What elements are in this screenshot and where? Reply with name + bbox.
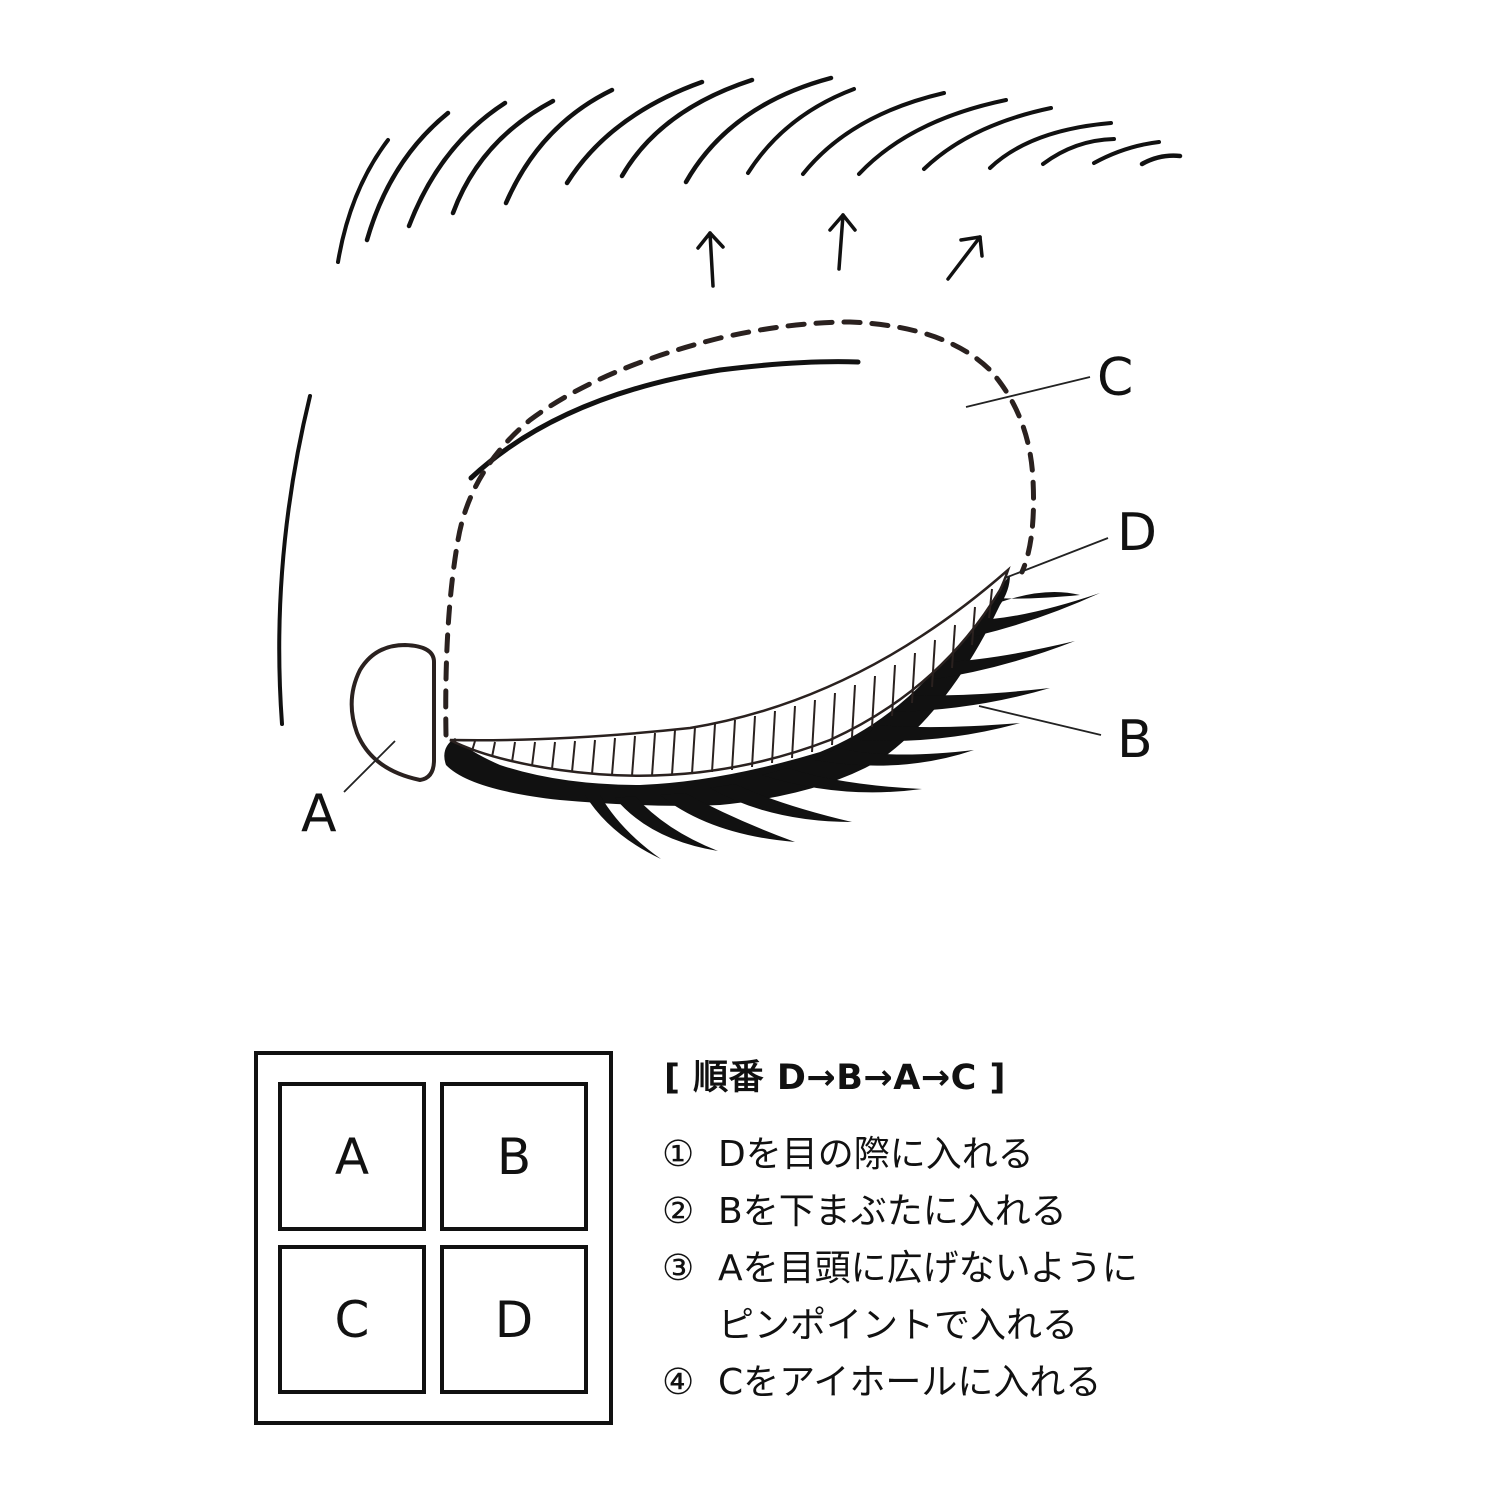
label-D: D	[1117, 503, 1158, 563]
inner-corner-area-A	[349, 642, 436, 783]
step-text: Cをアイホールに入れる	[718, 1362, 1102, 1403]
lift-arrows	[696, 213, 984, 288]
nose-bridge-line	[277, 394, 312, 726]
palette-pan-D: D	[440, 1245, 588, 1394]
step-text: Dを目の際に入れる	[718, 1134, 1034, 1175]
step-number: ③	[662, 1248, 695, 1289]
step-number: ④	[662, 1362, 695, 1403]
leader-line-C	[965, 376, 1091, 408]
leader-line-B	[978, 705, 1102, 736]
label-B: B	[1117, 710, 1153, 770]
step-text: Bを下まぶたに入れる	[718, 1191, 1067, 1232]
eyeshadow-palette: A B C D	[254, 1051, 613, 1425]
leader-line-D	[1004, 537, 1109, 579]
eye-illustration	[277, 75, 1183, 859]
step-text: Aを目頭に広げないように ピンポイントで入れる	[718, 1248, 1138, 1346]
step-item: ① Dを目の際に入れる	[662, 1126, 1282, 1183]
leader-line-A	[343, 740, 396, 793]
step-item: ③ Aを目頭に広げないように ピンポイントで入れる	[662, 1240, 1282, 1354]
eyehole-dashed-outline	[443, 319, 1037, 738]
application-steps: [ 順番 D→B→A→C ] ① Dを目の際に入れる ② Bを下まぶたに入れる …	[662, 1054, 1282, 1411]
palette-pan-C: C	[278, 1245, 426, 1394]
label-C: C	[1097, 348, 1134, 408]
palette-pan-A: A	[278, 1082, 426, 1231]
step-item: ② Bを下まぶたに入れる	[662, 1183, 1282, 1240]
leader-lines	[343, 376, 1109, 793]
arrow-up-icon	[696, 231, 725, 288]
steps-title: [ 順番 D→B→A→C ]	[664, 1058, 1007, 1098]
step-item: ④ Cをアイホールに入れる	[662, 1354, 1282, 1411]
label-A: A	[301, 784, 337, 844]
arrow-up-icon	[828, 213, 857, 271]
lash-line	[444, 575, 1010, 806]
step-number: ②	[662, 1191, 695, 1232]
eyebrow-strokes	[336, 75, 1183, 264]
lash-line-band-D	[449, 566, 1011, 777]
palette-pan-B: B	[440, 1082, 588, 1231]
arrow-up-right-icon	[946, 235, 984, 281]
lower-lashes	[585, 591, 1100, 859]
step-number: ①	[662, 1134, 695, 1175]
eyelid-crease	[468, 359, 861, 481]
